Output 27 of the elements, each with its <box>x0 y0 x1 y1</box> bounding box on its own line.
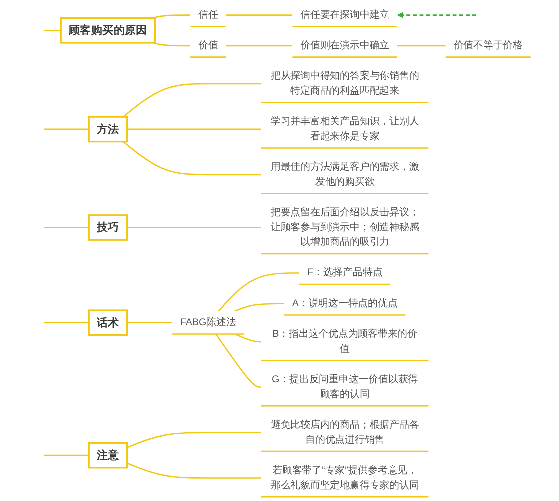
connector <box>127 462 262 479</box>
node-box: 技巧 <box>88 214 128 241</box>
connector <box>226 45 293 47</box>
arrow <box>397 12 478 18</box>
connector <box>216 334 262 388</box>
connector <box>397 45 446 47</box>
connector <box>234 303 284 312</box>
node-box: 注意 <box>88 442 128 469</box>
connector <box>127 432 262 448</box>
connector <box>122 141 262 176</box>
connector <box>44 128 90 130</box>
connector <box>127 227 262 228</box>
connector <box>127 128 262 130</box>
connector <box>44 227 90 228</box>
connector <box>127 322 172 324</box>
connector <box>44 454 90 456</box>
connector <box>226 14 293 16</box>
connector <box>152 14 191 19</box>
connector <box>218 272 300 312</box>
connector <box>44 322 90 324</box>
node-box: 顾客购买的原因 <box>60 17 156 44</box>
node-box: 话术 <box>88 310 128 336</box>
connector <box>152 42 191 47</box>
connector <box>122 83 262 118</box>
node-box: 方法 <box>88 116 128 143</box>
connector <box>44 30 62 32</box>
connector <box>234 334 262 343</box>
